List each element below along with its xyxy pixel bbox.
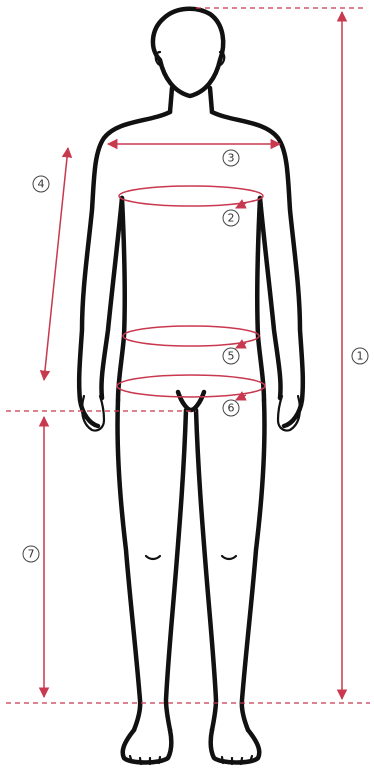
crotch bbox=[178, 392, 204, 410]
right-leg-inner bbox=[196, 410, 216, 730]
neck-left bbox=[170, 88, 172, 112]
badge-waist-text: 5 bbox=[228, 350, 235, 363]
badge-bust: 2 bbox=[223, 210, 239, 226]
badge-shoulder: 3 bbox=[223, 150, 239, 166]
badge-arm-text: 4 bbox=[38, 178, 45, 191]
human-figure bbox=[79, 9, 303, 764]
bust-ellipse bbox=[119, 186, 263, 206]
badge-shoulder-text: 3 bbox=[228, 152, 235, 165]
right-leg-outer bbox=[242, 400, 265, 730]
badge-hip: 6 bbox=[223, 400, 239, 416]
left-knee bbox=[146, 556, 160, 559]
left-leg-outer bbox=[117, 400, 140, 730]
badge-arm: 4 bbox=[33, 176, 49, 192]
head-outline bbox=[153, 9, 223, 96]
badge-waist: 5 bbox=[223, 348, 239, 364]
badge-height-text: 1 bbox=[357, 350, 364, 363]
neck-right bbox=[210, 88, 212, 112]
badge-leg-text: 7 bbox=[28, 548, 35, 561]
waist-ellipse bbox=[123, 326, 259, 346]
badge-leg: 7 bbox=[23, 546, 39, 562]
hip-ellipse bbox=[117, 375, 265, 397]
right-knee bbox=[222, 556, 236, 559]
badge-height: 1 bbox=[352, 348, 368, 364]
hip-pointer bbox=[236, 395, 246, 400]
left-leg-inner bbox=[166, 410, 186, 730]
badge-bust-text: 2 bbox=[228, 212, 235, 225]
badge-hip-text: 6 bbox=[228, 402, 235, 415]
